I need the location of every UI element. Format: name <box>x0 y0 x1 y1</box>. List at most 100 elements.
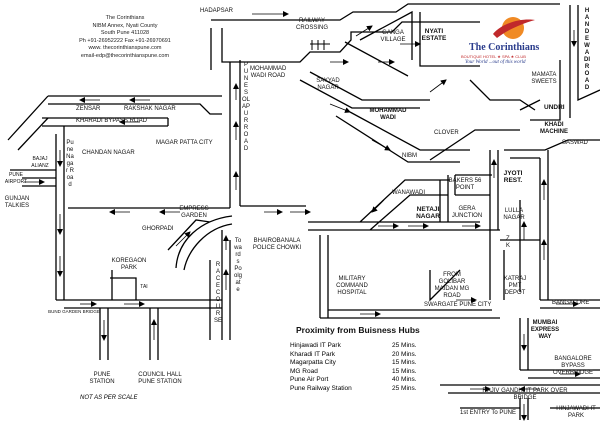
hotel-contact-block: The Corinthians NIBM Annex, Nyati County… <box>50 15 200 60</box>
label-koregaon-park: KOREGAON PARK <box>111 258 147 271</box>
label-gunjan-talkies: GUNJAN TALKIES <box>4 196 30 209</box>
road-handewadi <box>519 5 600 121</box>
road-empress <box>167 215 233 271</box>
label-mohammad-wadi-road: MOHAMMAD WADI ROAD <box>250 66 287 79</box>
hubs-list: Hinjawadi IT Park 25 Mins. Kharadi IT Par… <box>290 342 417 394</box>
label-railway-crossing: RAILWAY CROSSING <box>295 18 328 31</box>
hub-row: Pune Railway Station 25 Mins. <box>290 385 417 394</box>
label-sayyad-nagar: SAYYAD NAGAR <box>316 78 340 91</box>
hub-row: Hinjawadi IT Park 25 Mins. <box>290 342 417 351</box>
label-nibm: NIBM <box>402 153 417 159</box>
scale-note: NOT AS PER SCALE <box>80 395 138 401</box>
road-racecourse <box>209 230 231 340</box>
road-bajaj <box>7 95 49 151</box>
sun-swoosh-icon <box>493 17 535 39</box>
hub-row: Kharadi IT Park 20 Mins. <box>290 351 417 360</box>
hub-name: Pune Railway Station <box>290 384 352 392</box>
hub-row: Pune Air Port 40 Mins. <box>290 376 417 385</box>
hub-name: Kharadi IT Park <box>290 350 336 358</box>
road-katraj <box>500 200 540 300</box>
label-first-entry: 1st ENTRY To PUNE <box>460 410 517 416</box>
label-council-hall: COUNCIL HALL PUNE STATION <box>138 372 182 385</box>
road-bypass <box>440 384 600 420</box>
label-zk: Z K <box>506 236 511 249</box>
label-clover: CLOVER <box>434 130 459 136</box>
hub-name: MG Road <box>290 367 318 375</box>
label-from-golibar-maidan: FROM GOLIBAR MAIDAN MG ROAD <box>434 272 470 299</box>
road-koregaon <box>56 270 222 360</box>
hotel-address-line-1: NIBM Annex, Nyati County <box>92 22 158 29</box>
label-tai: TAI <box>140 284 148 290</box>
road-pune-nagar <box>10 126 65 300</box>
label-undri: UNDRI <box>544 104 565 111</box>
label-zensar: ZENSAR <box>76 106 101 112</box>
label-bhairobanala: BHAIROBANALA POLICE CHOWKI <box>252 238 302 251</box>
road-military <box>319 230 500 319</box>
hotel-website[interactable]: www. thecorinthianspune.com <box>88 45 162 51</box>
label-swargate-pune-city: SWARGATE PUNE CITY <box>424 302 492 308</box>
label-mumbai-express-way: MUMBAI EXPRESS WAY <box>530 320 560 340</box>
label-bakers-point: BAKERS 56 POINT <box>448 178 482 191</box>
label-khadi-machine: KHADI MACHINE <box>540 122 568 135</box>
road-wanawadi <box>308 175 500 231</box>
hotel-phone: Ph +91-26952222 Fax +91-26970691 <box>79 37 171 44</box>
logo-tagline-2: Your World ...out of this world <box>465 60 526 65</box>
hubs-title: Proximity from Buisness Hubs <box>296 325 420 335</box>
label-ghorpadi: GHORPADI <box>142 226 174 232</box>
hub-time: 40 Mins. <box>392 376 417 384</box>
label-hadapsar: HADAPSAR <box>200 8 234 14</box>
corinthians-logo: The Corinthians BOUTIQUE HOTEL ★ SPA ★ C… <box>461 12 563 68</box>
label-bangalore: BANGALORE <box>552 300 590 306</box>
label-pune-airport: PUNE AIRPORT <box>4 172 28 185</box>
hub-time: 25 Mins. <box>392 384 417 392</box>
road-kharadi-bypass <box>42 95 222 127</box>
label-wanawadi: WANAWADI <box>392 190 425 196</box>
label-pune-solapur-road: PUNE SOLAPUR ROAD <box>242 62 251 152</box>
label-nyati-estate: NYATI ESTATE <box>421 28 447 42</box>
label-jyoti-rest: JYOTI REST. <box>503 170 523 184</box>
label-chandan-nagar: CHANDAN NAGAR <box>82 150 135 156</box>
label-mamata-sweets: MAMATA SWEETS <box>531 72 557 85</box>
label-rajiv-gandhi: RAJIV GANDHI IT PARK OVER BRIDGE <box>482 388 568 401</box>
label-pune-nagar-road: Pune Nagar Road <box>66 140 74 188</box>
hub-name: Pune Air Port <box>290 376 329 384</box>
hub-time: 20 Mins. <box>392 350 417 358</box>
label-military-command-hospital: MILITARY COMMAND HOSPITAL <box>336 276 368 296</box>
label-mohammad-wadi: MOHAMMAD WADI <box>369 108 407 121</box>
label-magar-patta-city: MAGAR PATTA CITY <box>156 140 213 146</box>
label-bund-garden-bridge: BUND GARDEN BRIDGE <box>48 309 100 314</box>
label-kharadi-bypass-road: KHARADI BYPASS ROAD <box>76 118 147 124</box>
hotel-name: The Corinthians <box>105 15 145 21</box>
hub-row: MG Road 15 Mins. <box>290 368 417 377</box>
road-pune-solapur <box>68 60 306 209</box>
label-ganga-village: GANGA VILLAGE <box>380 30 406 43</box>
label-handewadi-road: HANDEWADI ROAD <box>584 8 590 91</box>
hotel-email[interactable]: email-edp@thecorinthianspune.com <box>80 52 170 59</box>
hub-time: 15 Mins. <box>392 359 417 367</box>
label-lulla-nagar: LULLA NAGAR <box>503 208 525 221</box>
road-saswad <box>539 150 600 309</box>
railway-track <box>310 40 330 50</box>
logo-tagline-1: BOUTIQUE HOTEL ★ SPA ★ CLUB <box>461 54 526 59</box>
label-pune-station: PUNE STATION <box>89 372 115 385</box>
label-saswad: SASWAD <box>562 140 588 146</box>
hub-name: Hinjawadi IT Park <box>290 342 341 349</box>
hub-time: 25 Mins. <box>392 342 417 349</box>
label-hinjawadi-it-park: HINJAWADI IT PARK <box>556 406 596 419</box>
hotel-address-line-2: South Pune 411028 <box>100 30 150 36</box>
label-bajaj-alianz: BAJAJ ALIANZ <box>31 156 49 169</box>
road-mumbai-express <box>519 318 600 379</box>
road-clover <box>429 79 600 230</box>
label-towards-poolgate: Towards Poolgate <box>234 238 243 293</box>
road-mohammad-wadi <box>299 71 470 163</box>
label-racecourse: RACECOURSE <box>214 262 223 324</box>
road-hadapsar <box>210 3 560 70</box>
label-katraj-pmt-depot: KATRAJ PMT DEPOT <box>503 276 527 296</box>
hub-time: 15 Mins. <box>392 367 417 375</box>
label-empress-garden: EMPRESS GARDEN <box>179 206 209 219</box>
logo-name: The Corinthians <box>469 42 540 53</box>
label-gera-junction: GERA JUNCTION <box>451 206 483 219</box>
road-bakers <box>454 174 492 196</box>
